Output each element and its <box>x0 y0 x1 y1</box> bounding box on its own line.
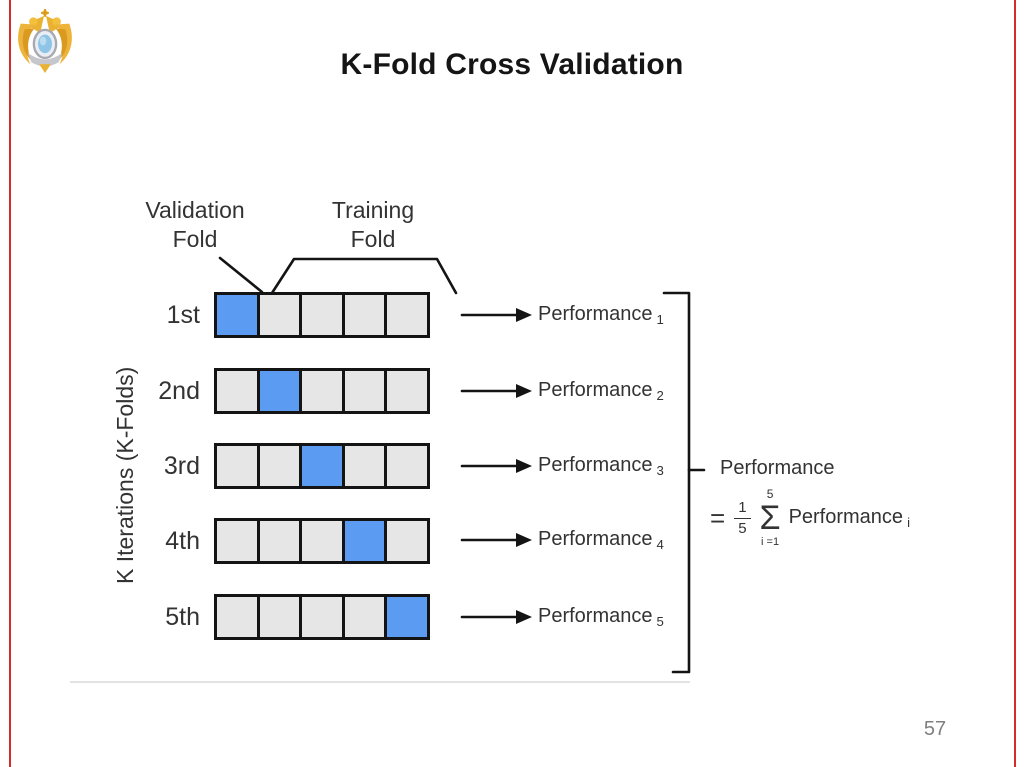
training-fold-cell <box>341 443 387 489</box>
training-fold-cell <box>341 368 387 414</box>
equals-sign: = <box>710 502 726 533</box>
validation-pointer-line <box>218 256 264 294</box>
slide-title: K-Fold Cross Validation <box>340 48 684 81</box>
training-fold-cell <box>214 594 260 640</box>
iteration-label: 2nd <box>158 376 200 405</box>
training-fold-cell <box>384 443 430 489</box>
training-brace <box>270 257 458 295</box>
fold-cells <box>214 368 430 414</box>
arrowhead-4 <box>516 533 532 547</box>
training-fold-cell <box>256 292 302 338</box>
fold-row-1: 1st <box>100 292 430 338</box>
training-fold-cell <box>299 518 345 564</box>
right-edge-accent <box>1014 0 1016 767</box>
grouping-bracket <box>662 291 691 674</box>
fold-cells <box>214 594 430 640</box>
validation-fold-cell <box>256 368 302 414</box>
arrowhead-2 <box>516 384 532 398</box>
fold-row-4: 4th <box>100 518 430 564</box>
arrowhead-3 <box>516 459 532 473</box>
validation-fold-cell <box>384 594 430 640</box>
training-fold-cell <box>384 292 430 338</box>
double-eagle-emblem-icon <box>18 9 72 73</box>
training-fold-cell <box>299 594 345 640</box>
summary-performance-label: Performance <box>720 457 835 479</box>
validation-fold-cell <box>214 292 260 338</box>
iteration-label: 4th <box>165 526 200 555</box>
iteration-label: 1st <box>166 300 200 329</box>
page-number: 57 <box>923 718 947 740</box>
training-fold-cell <box>214 443 260 489</box>
figure-bottom-border <box>70 681 690 683</box>
training-fold-cell <box>299 368 345 414</box>
fold-cells <box>214 518 430 564</box>
validation-fold-label: Validation Fold <box>145 197 245 252</box>
training-fold-cell <box>214 368 260 414</box>
training-fold-cell <box>214 518 260 564</box>
training-fold-cell <box>341 292 387 338</box>
one-fifth-fraction: 1 5 <box>734 499 751 537</box>
training-fold-cell <box>256 443 302 489</box>
summation-symbol: 5 Σ i =1 <box>759 487 781 548</box>
training-fold-cell <box>256 594 302 640</box>
fold-row-2: 2nd <box>100 368 430 414</box>
validation-fold-cell <box>299 443 345 489</box>
training-fold-cell <box>384 368 430 414</box>
fold-row-5: 5th <box>100 594 430 640</box>
fold-cells <box>214 292 430 338</box>
fold-cells <box>214 443 430 489</box>
training-fold-label: Training Fold <box>331 197 415 252</box>
training-fold-cell <box>341 594 387 640</box>
iteration-label: 3rd <box>163 451 200 480</box>
arrowhead-1 <box>516 308 532 322</box>
training-fold-cell <box>299 292 345 338</box>
training-fold-cell <box>256 518 302 564</box>
fold-row-3: 3rd <box>100 443 430 489</box>
training-fold-cell <box>384 518 430 564</box>
arrowhead-5 <box>516 610 532 624</box>
left-edge-accent <box>9 0 11 767</box>
validation-fold-cell <box>341 518 387 564</box>
iteration-label: 5th <box>165 602 200 631</box>
